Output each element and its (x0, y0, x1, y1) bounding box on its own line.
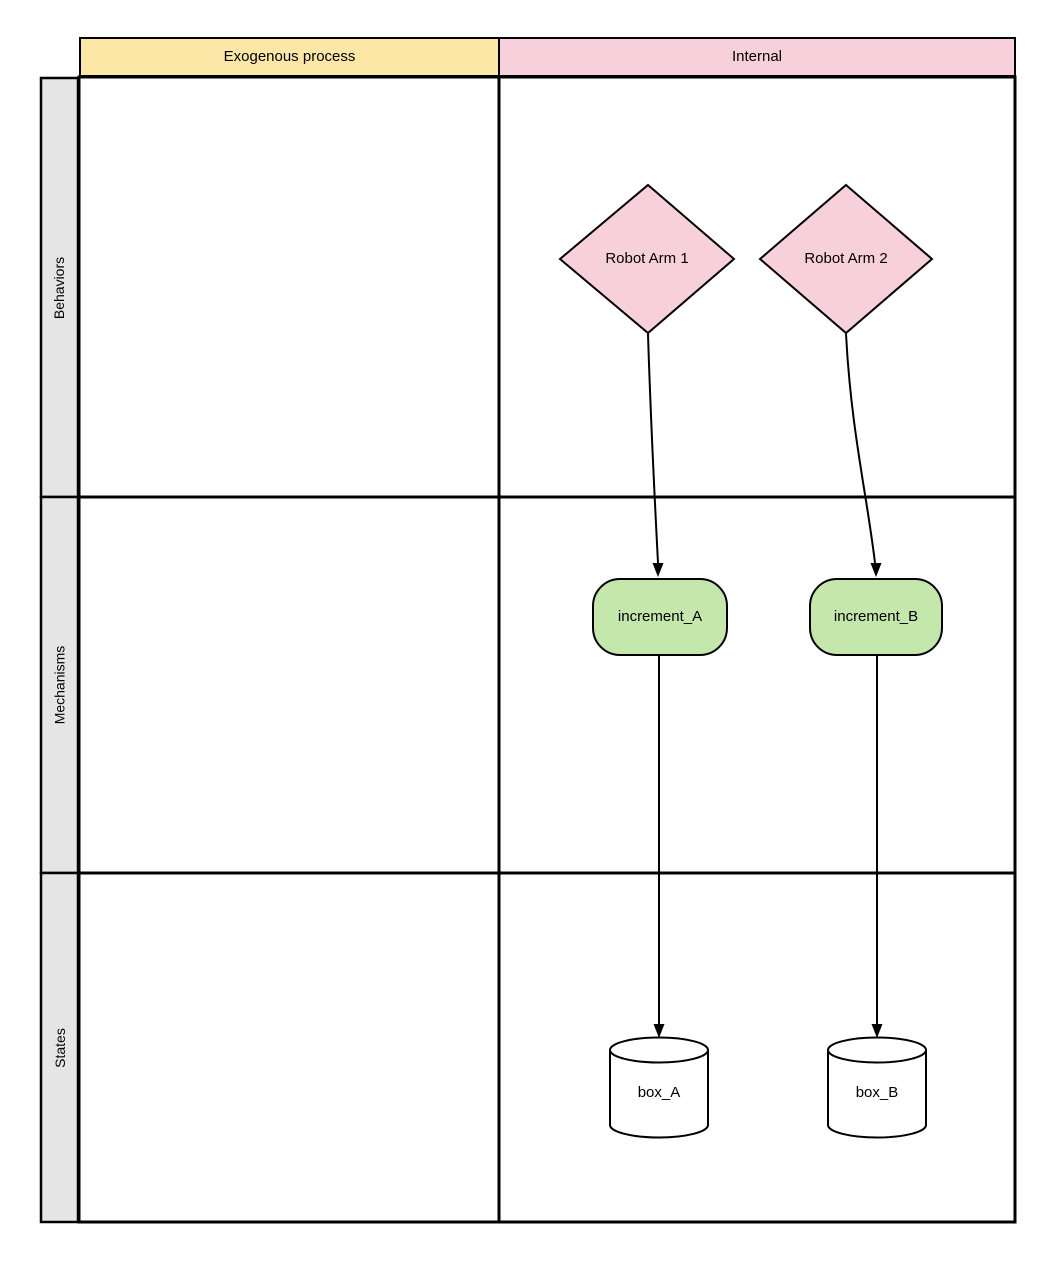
row-header-behaviors-cell[interactable] (39, 76, 80, 499)
edge-robot-arm-1-to-increment_A[interactable] (647, 333, 659, 564)
box_A-cylinder-top (609, 1036, 709, 1064)
box_B-cylinder-top (827, 1036, 927, 1064)
row-header-mechanisms-cell[interactable] (39, 495, 80, 875)
edge-increment_B-arrowhead-icon (871, 1024, 883, 1038)
node-increment_B-rounded-rect[interactable] (809, 578, 943, 656)
box_B-cylinder-body (827, 1050, 927, 1139)
node-increment_A-rounded-rect[interactable] (592, 578, 728, 656)
edge-increment_A-arrowhead-icon (653, 1024, 665, 1038)
edges (647, 333, 883, 1038)
edge-robot-arm-1-arrowhead-icon (652, 563, 664, 577)
nodes (558, 183, 943, 1139)
grid (39, 37, 1017, 1224)
node-robot-arm-2-diamond[interactable] (758, 183, 934, 335)
row-header-states-cell[interactable] (39, 871, 80, 1224)
column-header-internal-cell[interactable] (498, 37, 1016, 77)
column-header-exogenous-cell[interactable] (79, 37, 500, 77)
node-robot-arm-1-diamond[interactable] (558, 183, 736, 335)
node-box_B-cylinder[interactable] (827, 1036, 927, 1139)
box_A-cylinder-body (609, 1050, 709, 1139)
node-box_A-cylinder[interactable] (609, 1036, 709, 1139)
edge-robot-arm-2-to-increment_B[interactable] (845, 333, 876, 564)
edge-robot-arm-2-arrowhead-icon (870, 563, 882, 577)
